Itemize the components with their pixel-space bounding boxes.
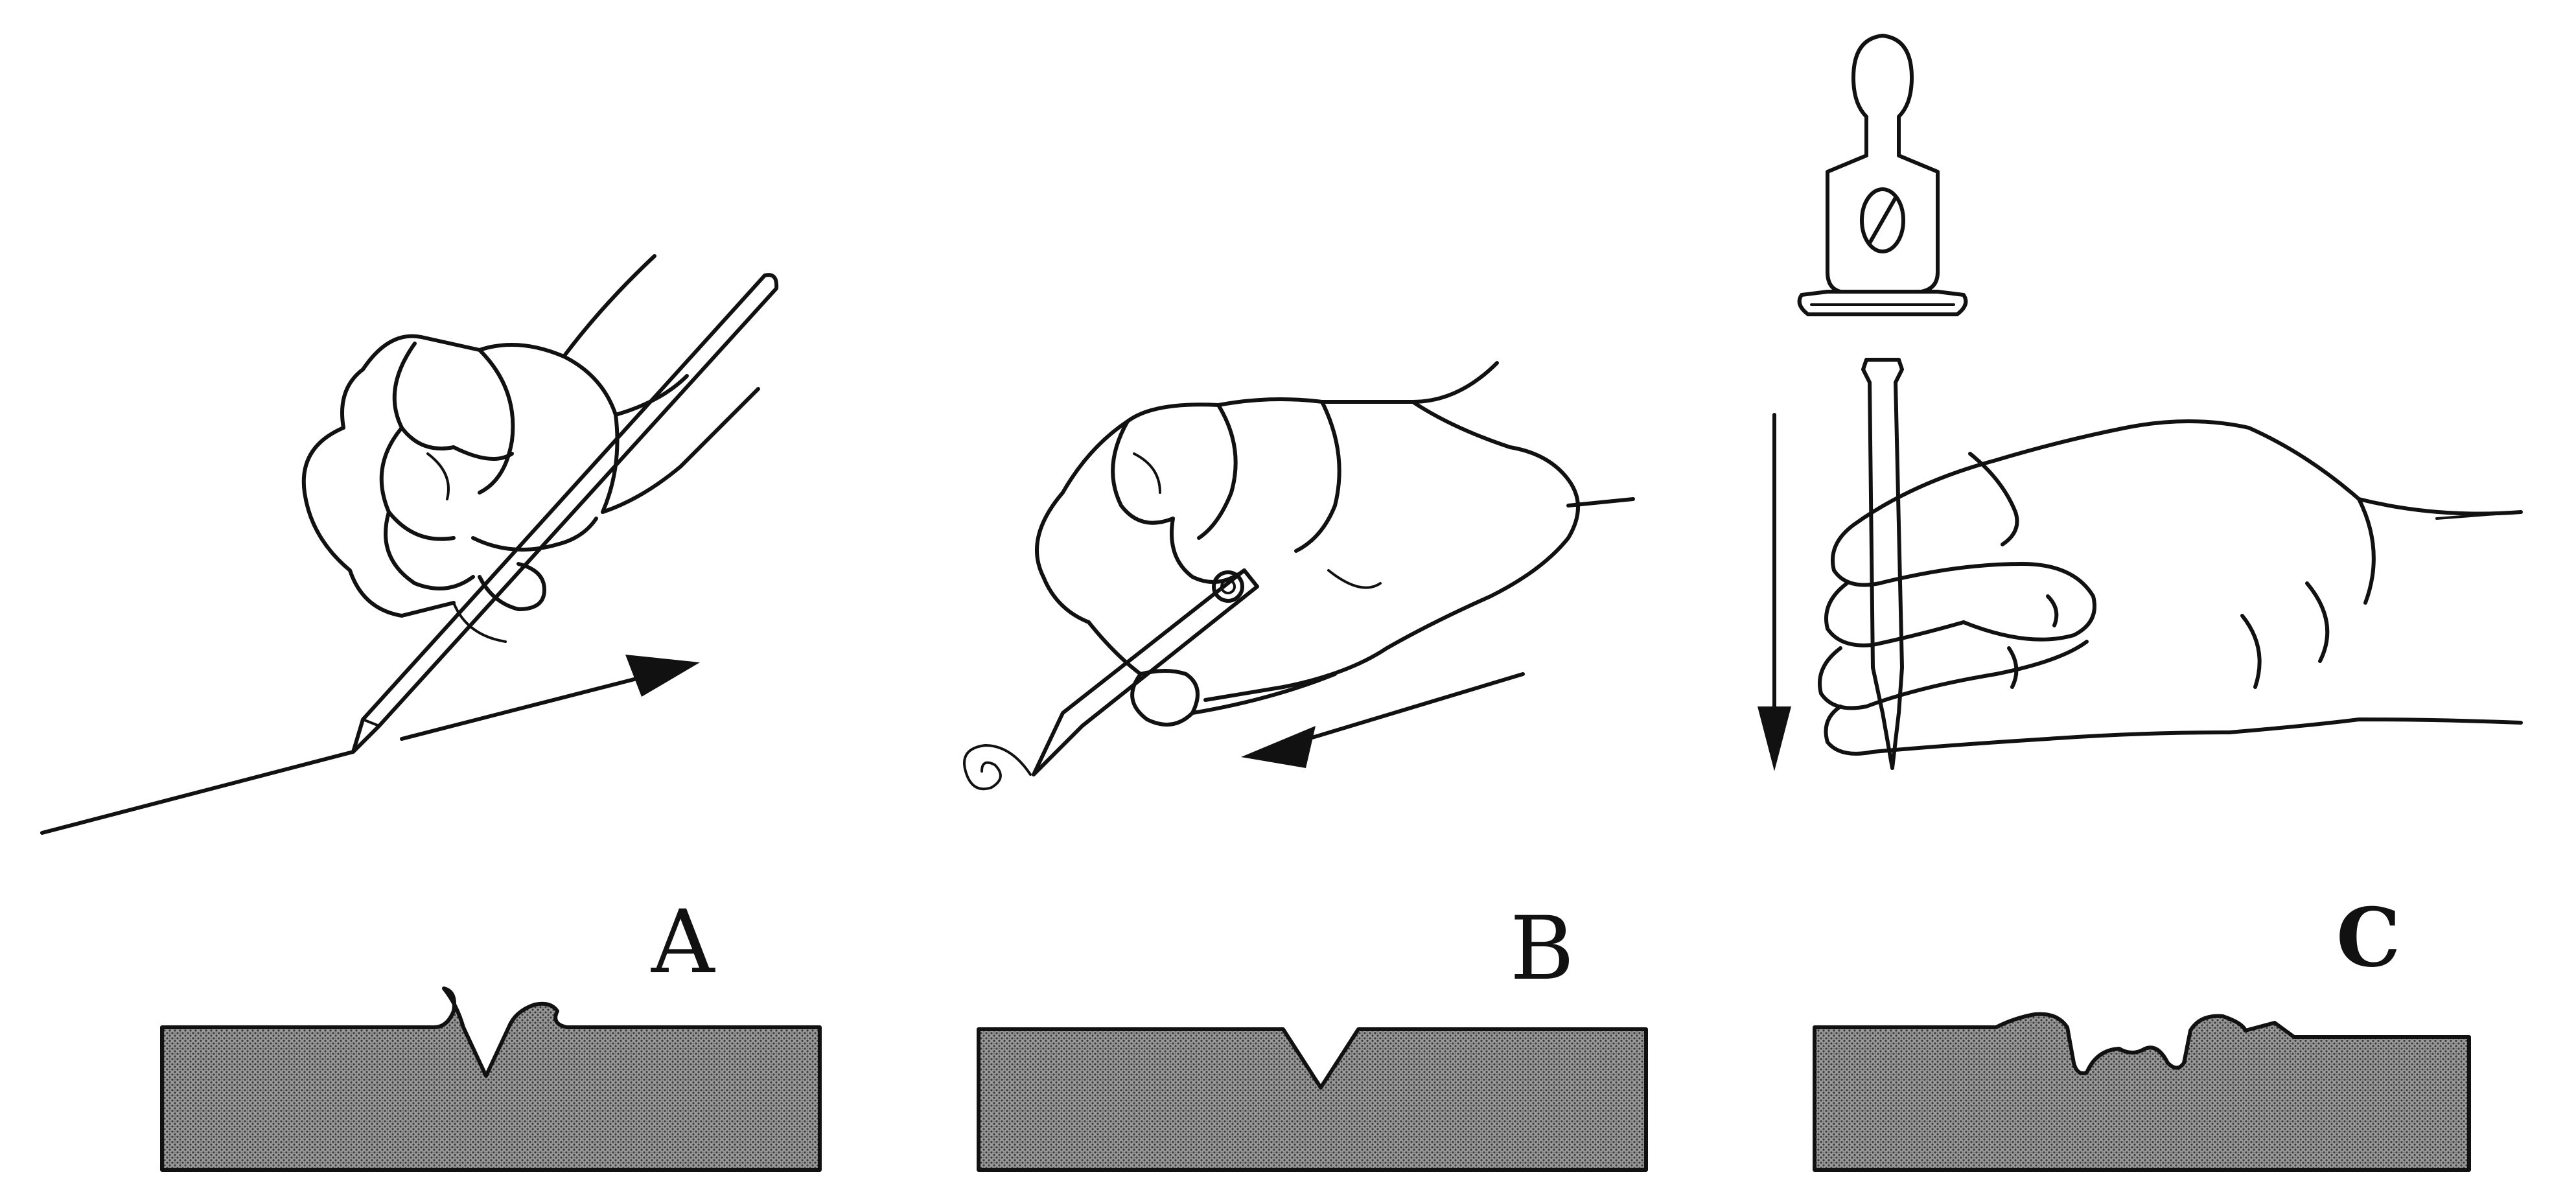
panel-c [1758, 34, 2523, 771]
panel-b [963, 361, 1635, 791]
panel-a [40, 254, 779, 835]
panel-b-metal-section [977, 1027, 1648, 1172]
panel-b-metal-curl [963, 744, 1032, 791]
panel-b-label: B [1510, 898, 1574, 999]
panel-b-hand [1035, 361, 1635, 727]
panel-a-label: A [651, 891, 715, 993]
panel-c-punch-tool [1861, 358, 1904, 770]
panel-a-scribe-tool [351, 273, 779, 754]
panel-c-hand [1818, 419, 2523, 756]
panel-a-hand [301, 254, 760, 643]
panel-c-label: C [2336, 891, 2401, 985]
panel-c-chasing-hammer [1797, 34, 1968, 316]
panel-a-direction-arrow [400, 655, 700, 741]
panel-c-direction-arrow [1758, 413, 1791, 771]
panel-c-metal-section [1813, 1012, 2471, 1172]
panel-b-direction-arrow [1241, 672, 1525, 768]
panel-a-surface-line [40, 750, 355, 835]
panel-a-metal-section [160, 986, 822, 1172]
